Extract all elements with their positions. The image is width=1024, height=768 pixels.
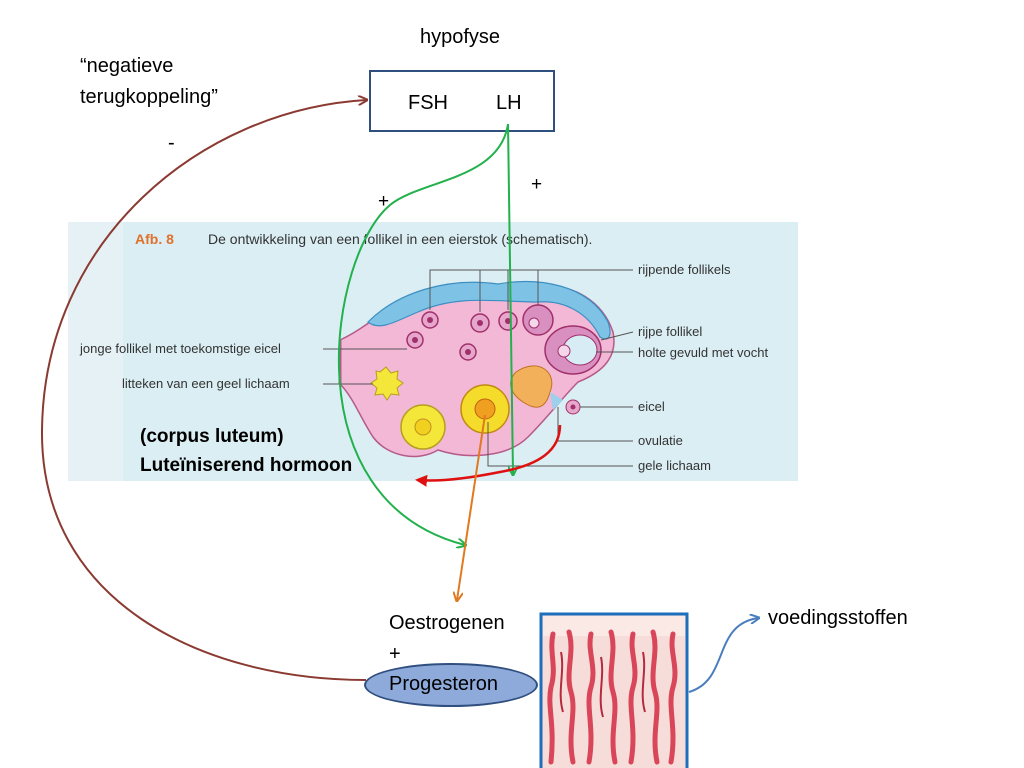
corpus-albicans: [370, 366, 404, 401]
fsh-label: FSH: [408, 92, 448, 114]
corpus-luteum-hormone-arrow: [457, 414, 486, 600]
label-young-follicle: jonge follikel met toekomstige eicel: [79, 341, 281, 356]
young-follicle-4-core: [477, 320, 483, 326]
hormones-plus: +: [389, 643, 401, 665]
gland-4: [608, 629, 618, 765]
progesterone-label: Progesteron: [389, 673, 498, 695]
figure-leader-lines: [323, 269, 634, 467]
label-ovulation: ovulatie: [638, 433, 683, 448]
feedback-label-line1: “negatieve: [80, 55, 174, 77]
label-yellow-body: gele lichaam: [638, 458, 711, 473]
oestrogen-label: Oestrogenen: [389, 612, 505, 634]
gland-2: [566, 629, 576, 765]
follicle-figure: Afb. 8 De ontwikkeling van een follikel …: [68, 222, 798, 481]
feedback-sign: -: [168, 132, 175, 154]
ovulation-to-corpus-luteum-arrow: [415, 424, 562, 487]
figure-left-margin: [68, 222, 123, 481]
label-cavity: holte gevuld met vocht: [638, 345, 768, 360]
released-egg-core: [570, 404, 576, 410]
plus-sign-right: +: [531, 174, 543, 195]
label-egg: eicel: [638, 399, 665, 414]
ripe-follicle-egg: [557, 344, 571, 358]
lh-full-name-label: Luteïniserend hormoon: [140, 455, 353, 476]
young-follicle-2-core: [427, 317, 433, 323]
leader-ripe: [600, 331, 634, 341]
gland-7: [668, 631, 678, 765]
young-follicle-5-core: [505, 318, 511, 324]
nutrients-label: voedingsstoffen: [768, 607, 908, 629]
endometrium-illustration: [539, 612, 689, 768]
progesterone-ellipse: [364, 663, 538, 707]
gland-3: [586, 631, 596, 765]
ovary-outer-layer: [367, 281, 611, 340]
vessel-1: [559, 651, 564, 713]
plus-sign-left: +: [378, 191, 390, 212]
leader-ripening: [429, 269, 633, 310]
ovary-illustration: [338, 281, 615, 458]
leader-yellow-body: [487, 422, 633, 467]
negative-feedback-arrow: [40, 100, 366, 681]
label-scar: litteken van een geel lichaam: [122, 376, 290, 391]
feedback-label-line2: terugkoppeling”: [80, 86, 218, 108]
label-ripening-follicles: rijpende follikels: [638, 262, 731, 277]
gland-1: [547, 631, 556, 765]
nutrients-arrow: [688, 618, 758, 693]
gland-6: [650, 629, 660, 765]
ripening-follicle-egg: [528, 317, 540, 329]
pituitary-box: FSH LH: [369, 70, 555, 132]
figure-caption: De ontwikkeling van een follikel in een …: [208, 231, 592, 247]
vessel-2: [599, 656, 604, 718]
pituitary-title: hypofyse: [420, 26, 501, 48]
endometrium-surface: [543, 616, 685, 636]
gland-5: [628, 631, 638, 765]
vessel-3: [641, 651, 646, 713]
label-ripe-follicle: rijpe follikel: [638, 324, 702, 339]
lh-arrow-down: [507, 123, 513, 474]
corpus-luteum-left-core: [414, 418, 432, 436]
lh-arrow-curve: [337, 123, 509, 545]
endometrium-glands: [547, 629, 678, 765]
ovulation-fluid: [550, 392, 563, 410]
lh-label: LH: [496, 92, 522, 114]
young-follicle-1-core: [412, 337, 418, 343]
leader-ovulation: [557, 407, 633, 442]
endometrium-vessels: [559, 651, 646, 718]
young-follicle-3-core: [465, 349, 471, 355]
figure-afb-label: Afb. 8: [135, 231, 174, 247]
corpus-luteum-label: (corpus luteum): [140, 426, 284, 447]
